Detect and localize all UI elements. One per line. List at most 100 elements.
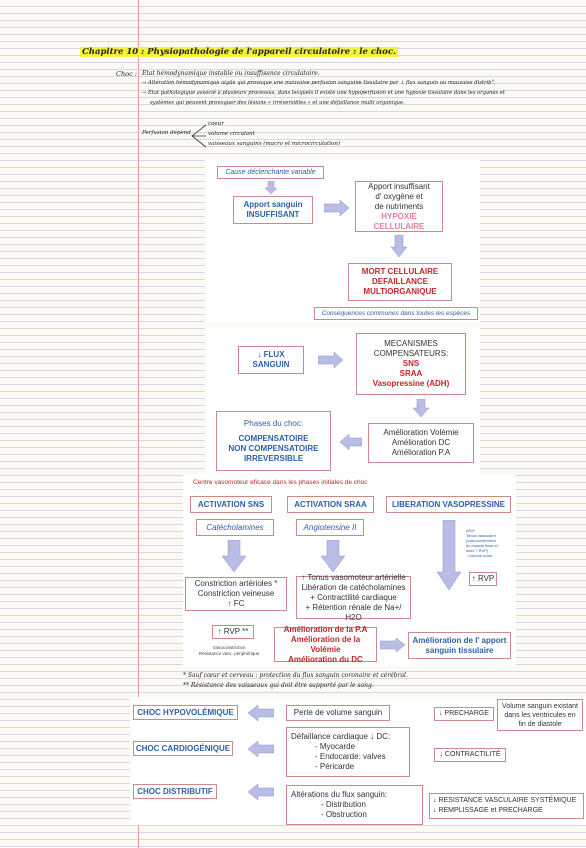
rvp-sub-2: Résistance vasc. périphérique xyxy=(199,651,260,656)
defaillance-box: Défaillance cardiaque ↓ DC: - Myocarde -… xyxy=(286,727,410,777)
down-arrow-icon xyxy=(264,181,278,195)
alterations-box: Altérations du flux sanguin: - Distribut… xyxy=(286,785,423,825)
defaillance-line-3: - Endocarde: valves xyxy=(315,752,386,761)
left-arrow-icon xyxy=(248,784,274,800)
down-arrow-icon xyxy=(437,520,461,590)
left-arrow-icon xyxy=(248,741,274,757)
sns-effect-3: ↑ FC xyxy=(227,599,245,608)
phase-3: IRREVERSIBLE xyxy=(243,453,304,463)
choc-cardiogenique-box: CHOC CARDIOGÉNIQUE xyxy=(133,741,233,756)
alterations-line-3: - Obstruction xyxy=(321,810,367,819)
down-arrow-icon xyxy=(222,540,246,572)
mort-cellulaire-box: MORT CELLULAIRE DEFAILLANCE MULTIORGANIQ… xyxy=(348,263,452,301)
sraa-effects-box: ↑ Tonus vasomoteur artérielle Libération… xyxy=(296,572,411,622)
amel-blue-1: Amélioration de l' apport xyxy=(412,635,507,645)
sns-effects-box: Constriction artérioles * Constriction v… xyxy=(185,577,287,611)
apport-o2-line-2: d' oxygène et xyxy=(375,191,423,201)
apport-o2-line-3: de nutriments xyxy=(374,201,424,211)
perfusion-item-1: coeur xyxy=(208,121,224,127)
mort-line-3: MULTIORGANIQUE xyxy=(363,287,437,296)
right-arrow-icon xyxy=(318,352,344,368)
amelioration-line-1: Amélioration Volémie xyxy=(383,428,459,437)
defaillance-line-4: - Péricarde xyxy=(315,762,355,771)
mecanismes-sraa: SRAA xyxy=(399,369,423,378)
adh-note-3: (vasoconstriction xyxy=(466,538,497,543)
volume-note-1: Volume sanguin existant xyxy=(502,702,578,710)
right-arrow-icon xyxy=(380,638,406,652)
mort-line-2: DEFAILLANCE xyxy=(372,277,428,286)
phases-box: Phases du choc: COMPENSATOIRE NON COMPEN… xyxy=(216,411,331,471)
alterations-line-2: - Distribution xyxy=(321,800,366,809)
consequences-box: Conséquences communes dans toutes les es… xyxy=(314,307,478,320)
sns-effect-1: Constriction artérioles * xyxy=(194,579,278,588)
choc-distributif-box: CHOC DISTRIBUTIF xyxy=(133,784,217,799)
perte-volume-box: Perte de volume sanguin xyxy=(286,705,390,721)
down-arrow-icon xyxy=(391,235,407,257)
alterations-line-1: Altérations du flux sanguin: xyxy=(291,790,388,799)
volume-note-box: Volume sanguin existant dans les ventric… xyxy=(497,699,583,731)
rvp-sub-1: Vasoconstriction xyxy=(212,645,246,650)
choc-hypovolemique-box: CHOC HYPOVOLÉMIQUE xyxy=(133,705,238,720)
choc-line-3: → Etat pathologique associé à plusieurs … xyxy=(142,90,505,96)
adh-note-6: ↓ volume urine xyxy=(466,553,493,558)
apport-o2-line-1: Apport insuffisant xyxy=(368,181,430,191)
mecanismes-box: MECANISMES COMPENSATEURS: SNS SRAA Vasop… xyxy=(356,333,466,395)
activation-sns-box: ACTIVATION SNS xyxy=(190,496,272,513)
choc-line-4: systèmes qui peuvent provoquer des lésio… xyxy=(150,100,405,106)
page-title: Chapitre 10 : Physiopathologie de l'appa… xyxy=(80,47,398,57)
margin-line xyxy=(138,0,139,848)
choc-label: Choc : xyxy=(116,70,137,78)
amel-blue-2: sanguin tissulaire xyxy=(425,645,494,655)
note-2: ** Résistance des vaisseaux qui doit êtr… xyxy=(183,682,374,689)
phase-1: COMPENSATOIRE xyxy=(238,433,309,443)
phase-2: NON COMPENSATOIRE xyxy=(228,443,319,453)
resistance-line-2: ↓ REMPLISSAGE et PRECHARGE xyxy=(433,807,543,814)
choc-line-1: Etat hémodynamique instable ou insuffisa… xyxy=(142,70,320,77)
sraa-effect-4: + Rétention rénale de Na+/ H2O xyxy=(305,602,402,622)
adh-note-2: Tonus vasculaire xyxy=(466,533,496,538)
perfusion-item-2: volume circulant xyxy=(208,131,255,137)
perfusion-item-3: vaisseaux sanguins (macro et microcircul… xyxy=(208,141,341,147)
right-arrow-icon xyxy=(324,200,350,216)
amel-red-1: Amélioration de la P.A xyxy=(283,624,368,634)
amel-red-2: Amélioration de la Volémie xyxy=(290,634,361,654)
mecanismes-line-1: MECANISMES xyxy=(384,339,438,348)
resistance-box: ↓ RESISTANCE VASCULAIRE SYSTÉMIQUE ↓ REM… xyxy=(429,793,584,819)
sraa-effect-3: + Contractilité cardiaque xyxy=(310,592,397,602)
sraa-effect-1: ↑ Tonus vasomoteur artérielle xyxy=(301,572,406,582)
amelioration-line-2: Amélioration DC xyxy=(391,438,451,447)
mecanismes-adh: Vasopressine (ADH) xyxy=(372,379,450,388)
catecholamines-box: Catécholamines xyxy=(196,519,274,536)
sns-effect-2: Constriction veineuse xyxy=(197,589,275,598)
left-arrow-icon xyxy=(340,434,362,450)
defaillance-line-1: Défaillance cardiaque ↓ DC: xyxy=(291,732,391,741)
hypoxie-label: HYPOXIE CELLULAIRE xyxy=(373,211,425,231)
amel-red-3: Amélioration du DC xyxy=(288,654,363,664)
flux-box: ↓ FLUX SANGUIN xyxy=(238,346,304,374)
rvp-left-box: ↑ RVP ** xyxy=(212,625,254,639)
apport-sanguin-box: Apport sanguin INSUFFISANT xyxy=(233,196,313,224)
mort-line-1: MORT CELLULAIRE xyxy=(361,267,439,276)
volume-note-2: dans les ventricules en xyxy=(504,711,576,719)
defaillance-line-2: - Myocarde xyxy=(315,742,356,751)
left-arrow-icon xyxy=(248,705,274,721)
choc-line-2: → Altération hémodynamique aigüe qui pro… xyxy=(142,80,496,86)
down-arrow-icon xyxy=(413,399,429,417)
note-1: * Sauf cœur et cerveau : protection du f… xyxy=(183,672,408,679)
mecanismes-sns: SNS xyxy=(402,359,420,368)
flux-line-1: ↓ FLUX xyxy=(257,350,285,359)
rvp-right-box: ↑ RVP xyxy=(469,572,497,586)
adh-note-1: ADH xyxy=(466,528,475,533)
mecanismes-line-2: COMPENSATEURS: xyxy=(373,349,449,358)
amelioration-red-box: Amélioration de la P.A Amélioration de l… xyxy=(274,624,377,664)
down-arrow-icon xyxy=(321,540,345,572)
centre-label: Centre vasomoteur eficace dans les phase… xyxy=(193,479,368,486)
perfusion-label: Perfusion dépend xyxy=(142,130,191,136)
sraa-effect-2: Libération de catécholamines xyxy=(301,582,406,592)
amelioration-line-3: Amélioration P.A xyxy=(391,448,451,457)
flux-line-2: SANGUIN xyxy=(252,360,290,369)
amelioration-blue-box: Amélioration de l' apport sanguin tissul… xyxy=(408,632,511,659)
liberation-box: LIBERATION VASOPRESSINE xyxy=(386,496,511,513)
cause-box: Cause déclenchante variable xyxy=(217,166,324,179)
resistance-line-1: ↓ RESISTANCE VASCULAIRE SYSTÉMIQUE xyxy=(433,797,577,804)
